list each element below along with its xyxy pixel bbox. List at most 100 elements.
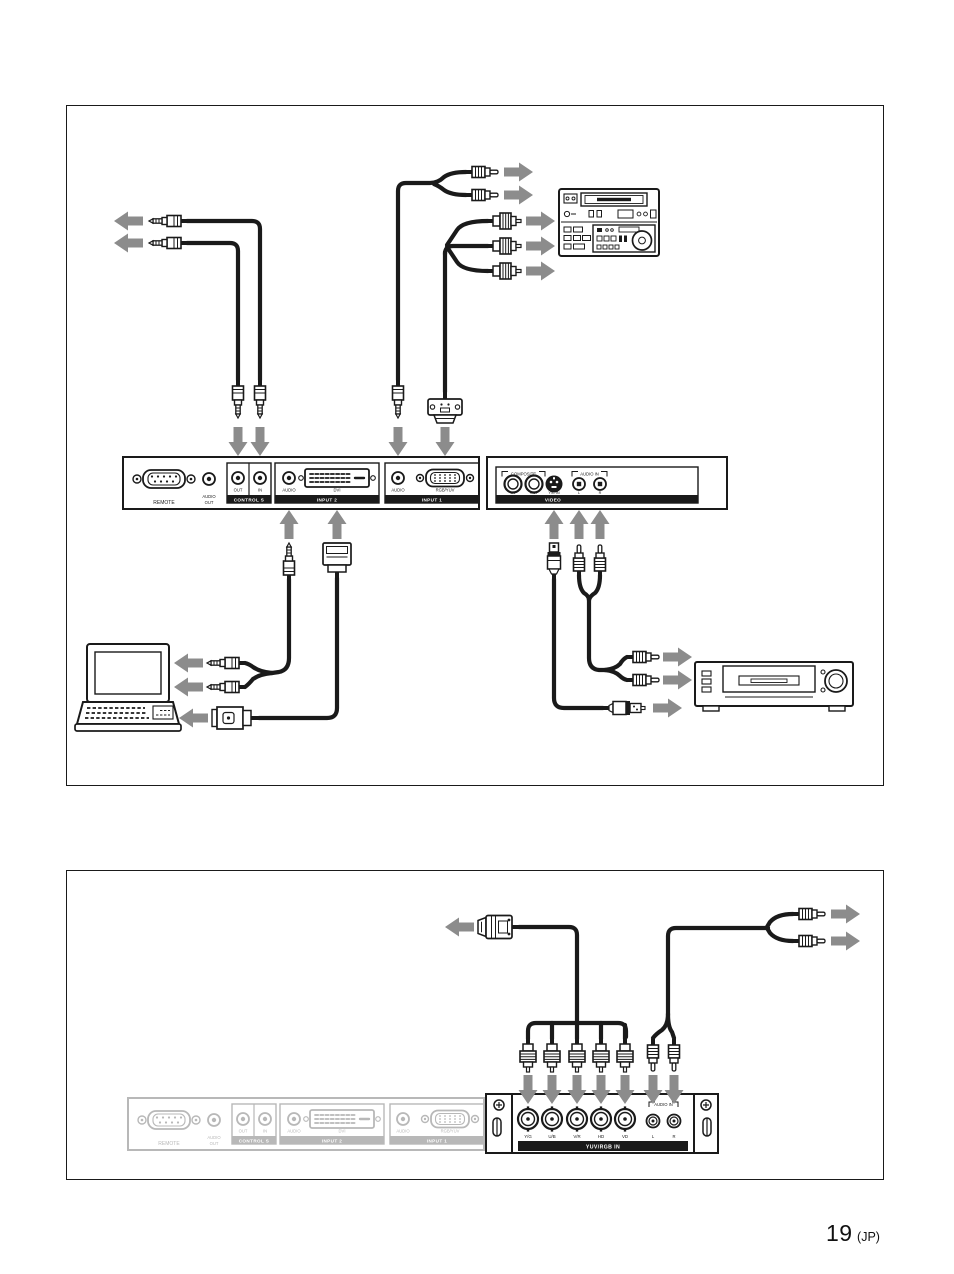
svideo-plug-icon — [546, 542, 562, 582]
arrow-right-icon — [663, 670, 692, 690]
hd-label: HD — [598, 1134, 604, 1139]
mini-plug-icon — [148, 236, 188, 250]
control-s-cable-group — [114, 211, 267, 419]
computer-audio-cable-group — [174, 542, 296, 697]
screw-icon — [493, 1099, 505, 1111]
rear-panel-left — [123, 457, 479, 509]
yc-in-label: Y/C IN — [548, 491, 559, 495]
yuv-audio-r-jack-icon — [666, 1113, 682, 1129]
dvi-cable-group — [179, 542, 352, 730]
rca-plug-icon — [593, 544, 607, 578]
bnc-plug-icon — [487, 212, 522, 230]
bnc-plug-icon — [616, 1038, 634, 1073]
vga-connector-icon — [477, 914, 522, 940]
screw-icon — [700, 1099, 712, 1111]
bnc-plug-icon — [543, 1038, 561, 1073]
composite-label: COMPOSITE — [511, 472, 536, 477]
video-bar-label: VIDEO — [545, 497, 561, 502]
mini-plug-icon — [253, 379, 267, 419]
rca-plug-icon — [465, 188, 499, 202]
arrow-right-icon — [831, 931, 860, 951]
rca-plug-icon — [572, 544, 586, 578]
arrow-left-icon — [114, 233, 143, 253]
yuv-audio-r-label: R — [672, 1134, 675, 1139]
figure-box-2: Y/G U/B V/R HD VD AUDIO IN L R YUV/RGB I… — [66, 870, 884, 1180]
arrow-right-icon — [504, 162, 533, 182]
arrow-left-icon — [174, 677, 203, 697]
arrow-up-icon — [279, 510, 299, 539]
bnc-plug-icon — [519, 1038, 537, 1073]
arrow-up-icon — [327, 510, 347, 539]
figure-box-1: COMPOSITE IN OUT Y/C IN AUDIO IN L R VID… — [66, 105, 884, 786]
mini-plug-icon — [206, 680, 246, 694]
bnc-plug-icon — [568, 1038, 586, 1073]
rca-plug-icon — [465, 165, 499, 179]
rca-plug-icon — [792, 934, 826, 948]
mini-plug-icon — [148, 214, 188, 228]
vr-label: V/R — [573, 1134, 580, 1139]
arrow-right-icon — [663, 647, 692, 667]
mini-plug-icon — [206, 656, 246, 670]
audio-l-label: L — [578, 491, 580, 495]
arrow-right-icon — [504, 185, 533, 205]
arrow-right-icon — [526, 211, 555, 231]
mini-plug-icon — [231, 379, 245, 419]
page-number-region: (JP) — [857, 1230, 880, 1244]
arrow-left-icon — [174, 653, 203, 673]
handle-icon — [702, 1117, 712, 1137]
page-number: 19 (JP) — [826, 1220, 880, 1247]
audio-cable-group — [391, 162, 533, 419]
arrow-right-icon — [526, 236, 555, 256]
connection-diagram-2: Y/G U/B V/R HD VD AUDIO IN L R YUV/RGB I… — [67, 904, 860, 1154]
vga-connector-icon — [427, 391, 463, 424]
page-number-value: 19 — [826, 1220, 853, 1246]
vga-5bnc-cable-group — [445, 914, 634, 1073]
yuv-rgb-panel: Y/G U/B V/R HD VD AUDIO IN L R YUV/RGB I… — [485, 1093, 719, 1154]
arrow-up-icon — [544, 510, 564, 539]
connection-diagram-1: COMPOSITE IN OUT Y/C IN AUDIO IN L R VID… — [74, 162, 854, 732]
vd-label: VD — [622, 1134, 628, 1139]
yg-label: Y/G — [524, 1134, 532, 1139]
rca-plug-icon — [626, 673, 660, 687]
video-bar — [496, 495, 698, 503]
rca-plug-icon — [792, 907, 826, 921]
arrow-right-icon — [653, 698, 682, 718]
dvi-plug-icon — [211, 706, 260, 730]
yuv-audio-l-label: L — [652, 1134, 655, 1139]
arrow-up-icon — [590, 510, 610, 539]
audio-r-jack-icon — [593, 477, 607, 491]
mini-plug-icon — [282, 542, 296, 582]
composite-out-label: OUT — [530, 491, 539, 495]
bnc-plug-icon — [487, 262, 522, 280]
vcr-audio-cable-group — [572, 544, 692, 690]
rca-plug-icon — [646, 1038, 660, 1072]
yuv-audio-l-jack-icon — [645, 1113, 661, 1129]
yuv-bar — [518, 1141, 688, 1151]
arrow-left-icon — [445, 917, 474, 937]
dvi-plug-icon — [322, 542, 352, 581]
audio-l-jack-icon — [572, 477, 586, 491]
yuv-audio-in-label: AUDIO IN — [654, 1102, 673, 1107]
arrow-left-icon — [114, 211, 143, 231]
arrow-down-icon — [388, 427, 408, 456]
audio-in-label: AUDIO IN — [580, 472, 599, 477]
yuv-audio-cable-group — [646, 904, 860, 1072]
composite-in-label: IN — [511, 491, 515, 495]
bnc-plug-icon — [592, 1038, 610, 1073]
yuv-bar-label: YUV/RGB IN — [586, 1145, 620, 1151]
arrow-left-icon — [179, 708, 208, 728]
video-deck — [694, 661, 854, 712]
arrow-down-icon — [435, 427, 455, 456]
svideo-plug-icon — [602, 700, 646, 716]
rca-plug-icon — [667, 1038, 681, 1072]
arrow-up-icon — [569, 510, 589, 539]
laptop-computer — [74, 643, 182, 732]
rear-panel-ghost — [128, 1098, 484, 1150]
handle-icon — [492, 1117, 502, 1137]
mini-plug-icon — [391, 379, 405, 419]
svideo-cable-group — [546, 542, 682, 718]
bnc-plug-icon — [487, 237, 522, 255]
ub-label: U/B — [548, 1134, 555, 1139]
arrow-down-icon — [250, 427, 270, 456]
arrow-right-icon — [526, 261, 555, 281]
